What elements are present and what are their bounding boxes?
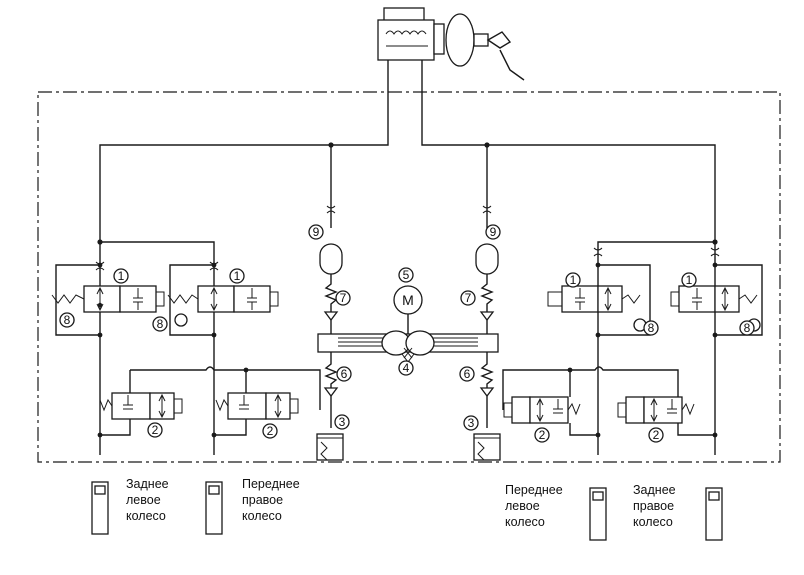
reservoir-left <box>316 433 344 461</box>
brake-pedal <box>486 31 525 81</box>
outlet-valve-front-right <box>215 392 299 420</box>
svg-text:2: 2 <box>653 428 660 442</box>
svg-text:2: 2 <box>152 423 159 437</box>
brake-line-front-left <box>597 241 715 455</box>
wheel-cylinder-front-left <box>589 487 607 541</box>
pump-motor: M <box>393 285 423 334</box>
outlet-valve-rear-left <box>99 392 183 420</box>
inlet-valve-rear-right <box>670 247 758 313</box>
return-loop-front-left <box>598 264 651 336</box>
return-line-right <box>502 366 679 410</box>
callout-6-right: 6 <box>459 366 475 382</box>
outlet-valve-rear-right <box>617 396 695 424</box>
callout-8-left-a: 8 <box>59 312 75 328</box>
svg-text:1: 1 <box>118 269 125 283</box>
check-valve-6-left <box>324 352 338 388</box>
callout-5: 5 <box>398 267 414 283</box>
callout-8-right-b: 8 <box>739 320 755 336</box>
callout-1-right-b: 1 <box>681 272 697 288</box>
check-valve-7-left <box>324 274 338 312</box>
svg-text:6: 6 <box>464 367 471 381</box>
check-valve-7-right <box>480 274 494 312</box>
callout-7-left: 7 <box>335 290 351 306</box>
svg-text:8: 8 <box>648 321 655 335</box>
svg-text:1: 1 <box>234 269 241 283</box>
inlet-valve-rear-left <box>51 261 165 313</box>
master-cylinder <box>377 7 435 61</box>
svg-text:2: 2 <box>539 428 546 442</box>
hydraulic-unit-boundary <box>37 91 781 463</box>
return-loop-rear-right <box>715 264 763 336</box>
callout-1-left-a: 1 <box>113 268 129 284</box>
wheel-label-rear-left: Заднее левое колесо <box>126 477 172 523</box>
callout-2-right-b: 2 <box>648 427 664 443</box>
motor-label: M <box>402 292 414 308</box>
callout-1-right-a: 1 <box>565 272 581 288</box>
callout-3-right: 3 <box>463 415 479 431</box>
callout-9-left: 9 <box>308 224 324 240</box>
brake-booster <box>433 13 489 67</box>
check-valve-8-left-b <box>174 313 188 327</box>
wheel-label-rear-right: Заднее правое колесо <box>633 483 679 529</box>
wheel-cylinder-front-right <box>205 481 223 535</box>
return-line-left <box>130 366 321 410</box>
svg-text:7: 7 <box>465 291 472 305</box>
wheel-label-front-left: Переднее левое колесо <box>505 483 566 529</box>
brake-line-front-right <box>100 241 215 455</box>
callout-7-right: 7 <box>460 290 476 306</box>
svg-text:9: 9 <box>490 225 497 239</box>
svg-text:3: 3 <box>339 415 346 429</box>
svg-text:8: 8 <box>64 313 71 327</box>
damper-chamber-left <box>319 243 343 275</box>
callout-1-left-b: 1 <box>229 268 245 284</box>
svg-text:8: 8 <box>157 317 164 331</box>
svg-text:8: 8 <box>744 321 751 335</box>
svg-text:7: 7 <box>340 291 347 305</box>
svg-text:1: 1 <box>686 273 693 287</box>
callout-2-right-a: 2 <box>534 427 550 443</box>
inlet-valve-front-left <box>547 247 641 313</box>
svg-text:9: 9 <box>313 225 320 239</box>
callout-4: 4 <box>398 360 414 376</box>
brake-line-right-main <box>421 60 716 455</box>
pump-assembly <box>317 330 499 363</box>
callouts: 1 1 1 1 2 2 2 2 3 3 4 5 6 6 7 7 8 8 8 8 … <box>59 224 755 443</box>
svg-text:1: 1 <box>570 273 577 287</box>
svg-text:4: 4 <box>403 361 410 375</box>
check-valve-6-right <box>480 352 494 388</box>
callout-3-left: 3 <box>334 414 350 430</box>
return-loop-front-right <box>169 264 214 336</box>
svg-text:2: 2 <box>267 424 274 438</box>
callout-9-right: 9 <box>485 224 501 240</box>
reservoir-right <box>473 433 501 461</box>
wheel-cylinder-rear-left <box>91 481 109 535</box>
damper-chamber-right <box>475 243 499 275</box>
svg-text:3: 3 <box>468 416 475 430</box>
inlet-valve-front-right <box>167 261 279 313</box>
svg-text:5: 5 <box>403 268 410 282</box>
outlet-valve-front-left <box>503 396 581 424</box>
callout-6-left: 6 <box>336 366 352 382</box>
callout-8-left-b: 8 <box>152 316 168 332</box>
callout-8-right-a: 8 <box>643 320 659 336</box>
callout-2-left-a: 2 <box>147 422 163 438</box>
callout-2-left-b: 2 <box>262 423 278 439</box>
wheel-label-front-right: Переднее правое колесо <box>242 477 303 523</box>
return-loop-rear-left <box>55 264 100 336</box>
svg-text:6: 6 <box>341 367 348 381</box>
wheel-cylinder-rear-right <box>705 487 723 541</box>
